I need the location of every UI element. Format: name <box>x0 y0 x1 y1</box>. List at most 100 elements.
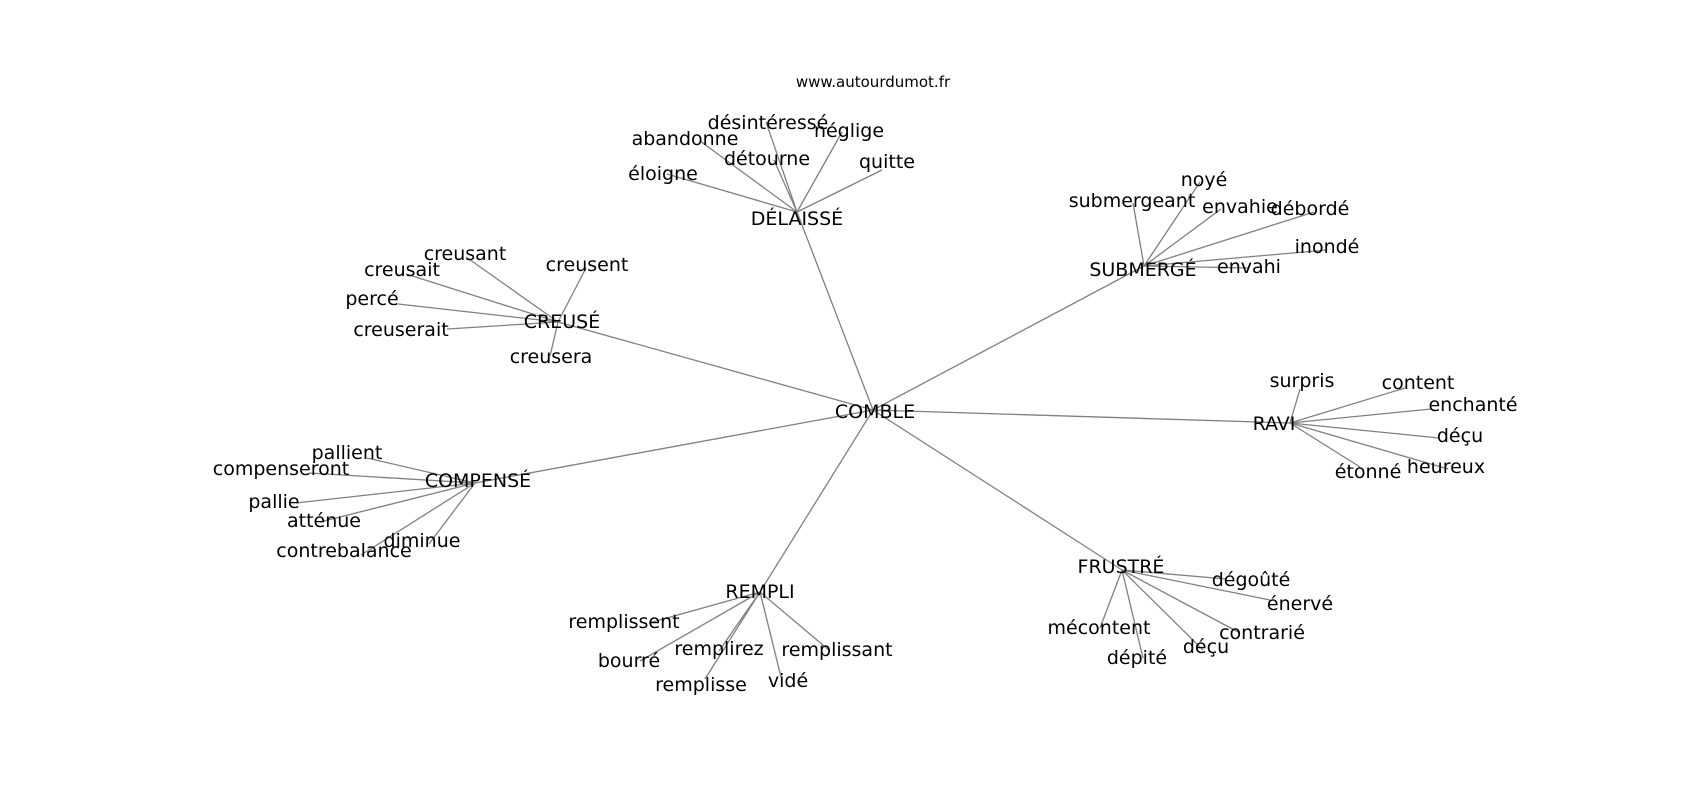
edge-group-leaf <box>366 457 476 484</box>
edge-center-group <box>872 265 1145 411</box>
edge-group-leaf <box>699 140 798 213</box>
leaf-node-label: submergeant <box>1069 190 1196 212</box>
edge-group-leaf <box>773 159 798 213</box>
leaf-node-label: remplissant <box>781 639 892 661</box>
edge-group-leaf <box>1289 388 1301 424</box>
edge-group-leaf <box>759 591 831 652</box>
edge-group-leaf <box>666 173 798 213</box>
edge-group-leaf <box>308 472 476 484</box>
leaf-node-label: inondé <box>1295 236 1360 258</box>
leaf-node-label: déçu <box>1183 636 1229 658</box>
edge-group-leaf <box>405 273 559 323</box>
edge-group-leaf <box>1289 422 1449 470</box>
leaf-node-label: dépité <box>1107 647 1167 669</box>
leaf-node-label: diminue <box>384 530 461 552</box>
leaf-node-label: contrarié <box>1219 622 1305 644</box>
edge-center-group <box>796 211 874 411</box>
leaf-node-label: contrebalance <box>276 540 411 562</box>
edge-group-leaf <box>319 482 476 523</box>
edge-group-leaf <box>1143 265 1250 269</box>
leaf-node-label: mécontent <box>1048 617 1151 639</box>
leaf-node-label: pallie <box>248 491 299 513</box>
leaf-node-label: creusera <box>510 346 593 368</box>
leaf-node-label: abandonne <box>632 128 739 150</box>
edge-group-leaf <box>428 482 476 545</box>
site-label: www.autourdumot.fr <box>796 73 951 91</box>
leaf-node-label: enchanté <box>1428 394 1517 416</box>
leaf-node-label: atténue <box>287 510 361 532</box>
edge-group-leaf <box>1121 569 1241 634</box>
group-node-label: REMPLI <box>725 581 794 603</box>
leaf-node-label: heureux <box>1407 456 1485 478</box>
edge-group-leaf <box>465 256 559 323</box>
leaf-node-label: remplissent <box>568 611 679 633</box>
leaf-node-label: vidé <box>768 670 808 692</box>
edge-group-leaf <box>1289 422 1440 439</box>
edge-group-leaf <box>1121 569 1271 601</box>
leaf-node-label: creuserait <box>353 319 448 341</box>
leaf-node-label: creusant <box>424 243 507 265</box>
edge-group-leaf <box>765 121 798 213</box>
edge-group-leaf <box>796 131 843 213</box>
edge-center-group <box>872 409 1291 424</box>
leaf-node-label: néglige <box>814 120 884 142</box>
edge-group-leaf <box>1132 202 1145 267</box>
edge-group-leaf <box>704 591 761 680</box>
leaf-node-label: détourne <box>724 148 810 170</box>
leaf-node-label: déçu <box>1437 425 1483 447</box>
leaf-node-label: surpris <box>1270 370 1335 392</box>
leaf-node-label: désintéressé <box>708 112 829 134</box>
edge-group-leaf <box>1099 569 1123 629</box>
leaf-node-label: pallient <box>312 442 383 464</box>
leaf-node-label: énervé <box>1267 593 1333 615</box>
edge-group-leaf <box>759 591 782 678</box>
leaf-node-label: éloigne <box>628 163 698 185</box>
group-node-label: RAVI <box>1253 413 1296 435</box>
leaf-node-label: envahi <box>1217 256 1281 278</box>
edge-center-group <box>759 409 874 593</box>
leaf-node-label: content <box>1382 372 1455 394</box>
edge-group-leaf <box>648 591 761 624</box>
leaf-node-label: débordé <box>1271 198 1350 220</box>
leaf-node-label: percé <box>345 288 398 310</box>
leaf-node-label: envahie <box>1202 196 1278 218</box>
edge-group-leaf <box>295 482 476 504</box>
edge-group-leaf <box>1143 211 1315 267</box>
edges <box>295 121 1449 680</box>
edge-center-group <box>872 409 1123 571</box>
edge-group-leaf <box>360 482 476 556</box>
edge-group-leaf <box>1289 422 1361 468</box>
edge-group-leaf <box>1143 208 1222 267</box>
leaf-node-label: creusent <box>546 254 629 276</box>
edge-group-leaf <box>1143 181 1201 267</box>
leaf-node-label: noyé <box>1181 169 1228 191</box>
leaf-node-label: bourré <box>598 650 660 672</box>
edge-center-group <box>557 321 874 411</box>
edge-group-leaf <box>796 169 883 213</box>
edge-group-leaf <box>1143 249 1328 267</box>
edge-group-leaf <box>1121 569 1227 580</box>
edge-group-leaf <box>1289 387 1406 424</box>
group-node-label: DÉLAISSÉ <box>751 207 843 230</box>
leaf-node-label: quitte <box>859 151 915 173</box>
edge-group-leaf <box>639 591 761 662</box>
leaf-node-label: compenseront <box>213 458 349 480</box>
edge-group-leaf <box>1121 569 1144 659</box>
edge-group-leaf <box>1289 408 1432 424</box>
edge-group-leaf <box>446 321 559 330</box>
edge-group-leaf <box>549 321 559 357</box>
leaf-node-label: étonné <box>1335 461 1402 483</box>
group-node-label: SUBMERGÉ <box>1089 258 1196 281</box>
leaf-node-label: creusait <box>364 259 440 281</box>
leaf-node-label: dégoûté <box>1212 569 1291 591</box>
group-node-label: FRUSTRÉ <box>1078 555 1165 578</box>
edge-group-leaf <box>557 267 587 323</box>
group-node-label: CREUSÉ <box>524 310 600 333</box>
center-node-label: COMBLE <box>835 401 915 423</box>
edge-group-leaf <box>1121 569 1204 651</box>
edge-group-leaf <box>397 303 559 323</box>
leaf-node-label: remplisse <box>655 674 747 696</box>
edge-center-group <box>474 409 874 484</box>
